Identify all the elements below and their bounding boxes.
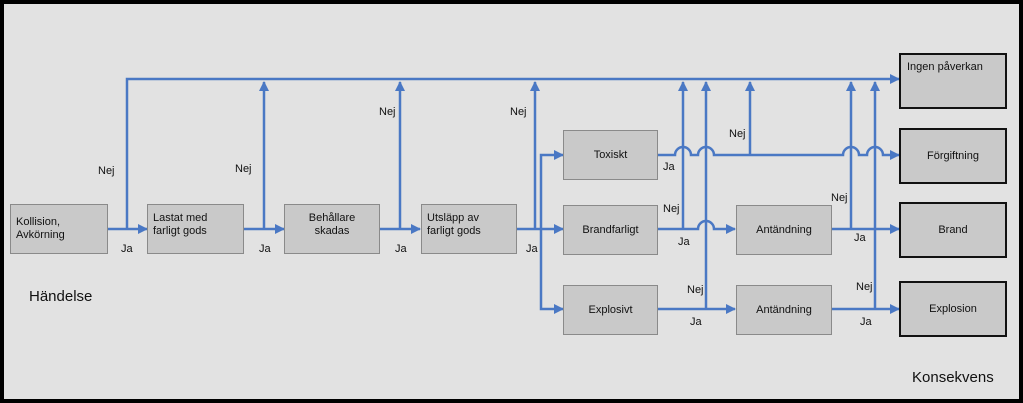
node-antandning-2: Antändning	[736, 285, 832, 335]
label-ja-lastat: Ja	[259, 243, 271, 255]
node-behallare: Behållare skadas	[284, 204, 380, 254]
section-label-konsekvens: Konsekvens	[912, 369, 994, 386]
outcome-brand: Brand	[899, 202, 1007, 258]
diagram-background	[4, 4, 1019, 399]
node-lastat: Lastat med farligt gods	[147, 204, 244, 254]
outcome-ingen-paverkan: Ingen påverkan	[899, 53, 1007, 109]
label-ja-brandfarligt: Ja	[678, 236, 690, 248]
outcome-explosion: Explosion	[899, 281, 1007, 337]
node-brandfarligt: Brandfarligt	[563, 205, 658, 255]
label-nej-toxiskt: Nej	[729, 128, 746, 140]
node-antandning-1: Antändning	[736, 205, 832, 255]
node-toxiskt: Toxiskt	[563, 130, 658, 180]
arrow-to-explosivt	[539, 229, 564, 314]
label-nej-brandfarligt: Nej	[663, 203, 680, 215]
label-ja-behallare: Ja	[395, 243, 407, 255]
arrow-nej-top	[125, 74, 900, 229]
label-nej-antandning-1: Nej	[831, 192, 848, 204]
section-label-handelse: Händelse	[29, 288, 93, 305]
node-utslapp: Utsläpp av farligt gods	[421, 204, 517, 254]
label-nej-explosivt: Nej	[687, 284, 704, 296]
label-nej-kollision: Nej	[98, 165, 115, 177]
label-nej-behallare: Nej	[379, 106, 396, 118]
arrow-brandfarligt-antandning	[657, 219, 736, 234]
label-ja-kollision: Ja	[121, 243, 133, 255]
node-kollision: Kollision, Avkörning	[10, 204, 108, 254]
label-ja-antandning-1: Ja	[854, 232, 866, 244]
label-nej-antandning-2: Nej	[856, 281, 873, 293]
label-nej-lastat: Nej	[235, 163, 252, 175]
label-ja-utslapp: Ja	[526, 243, 538, 255]
node-explosivt: Explosivt	[563, 285, 658, 335]
label-ja-toxiskt: Ja	[663, 161, 675, 173]
label-ja-antandning-2: Ja	[860, 316, 872, 328]
arrow-to-toxiskt	[539, 150, 564, 229]
label-ja-explosivt: Ja	[690, 316, 702, 328]
label-nej-utslapp: Nej	[510, 106, 527, 118]
arrow-toxiskt-forgiftning	[657, 145, 900, 160]
outcome-forgiftning: Förgiftning	[899, 128, 1007, 184]
